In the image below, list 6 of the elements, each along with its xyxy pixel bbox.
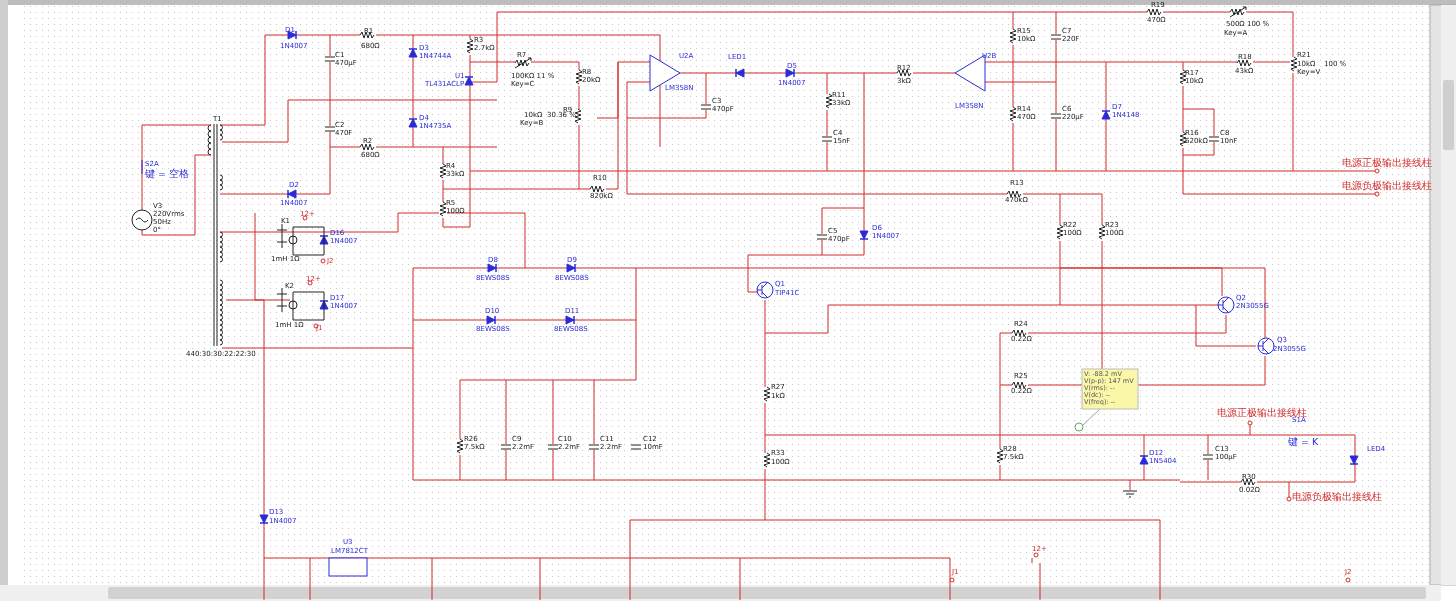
part-label: 键 = 空格 xyxy=(145,169,189,179)
terminal-label: 电源正极输出接线柱 xyxy=(1342,158,1432,168)
part-label: 键 = K xyxy=(1288,437,1319,447)
terminal-label: 电源负极输出接线柱 xyxy=(1342,181,1432,191)
terminal-label: 电源正极输出接线柱 xyxy=(1217,408,1307,418)
terminal-label: 电源负极输出接线柱 xyxy=(1292,492,1382,502)
